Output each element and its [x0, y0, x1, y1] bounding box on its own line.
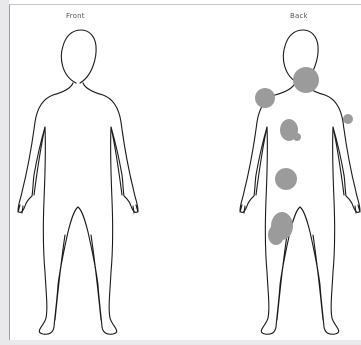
front-body-outline: [18, 30, 138, 334]
marker-upper-thigh: [268, 225, 284, 245]
marker-upper-back: [293, 67, 319, 93]
marker-left-shoulder: [255, 88, 275, 108]
marker-right-arm: [343, 114, 353, 124]
marker-lower-back: [275, 168, 297, 190]
marker-small-spine: [293, 133, 301, 141]
